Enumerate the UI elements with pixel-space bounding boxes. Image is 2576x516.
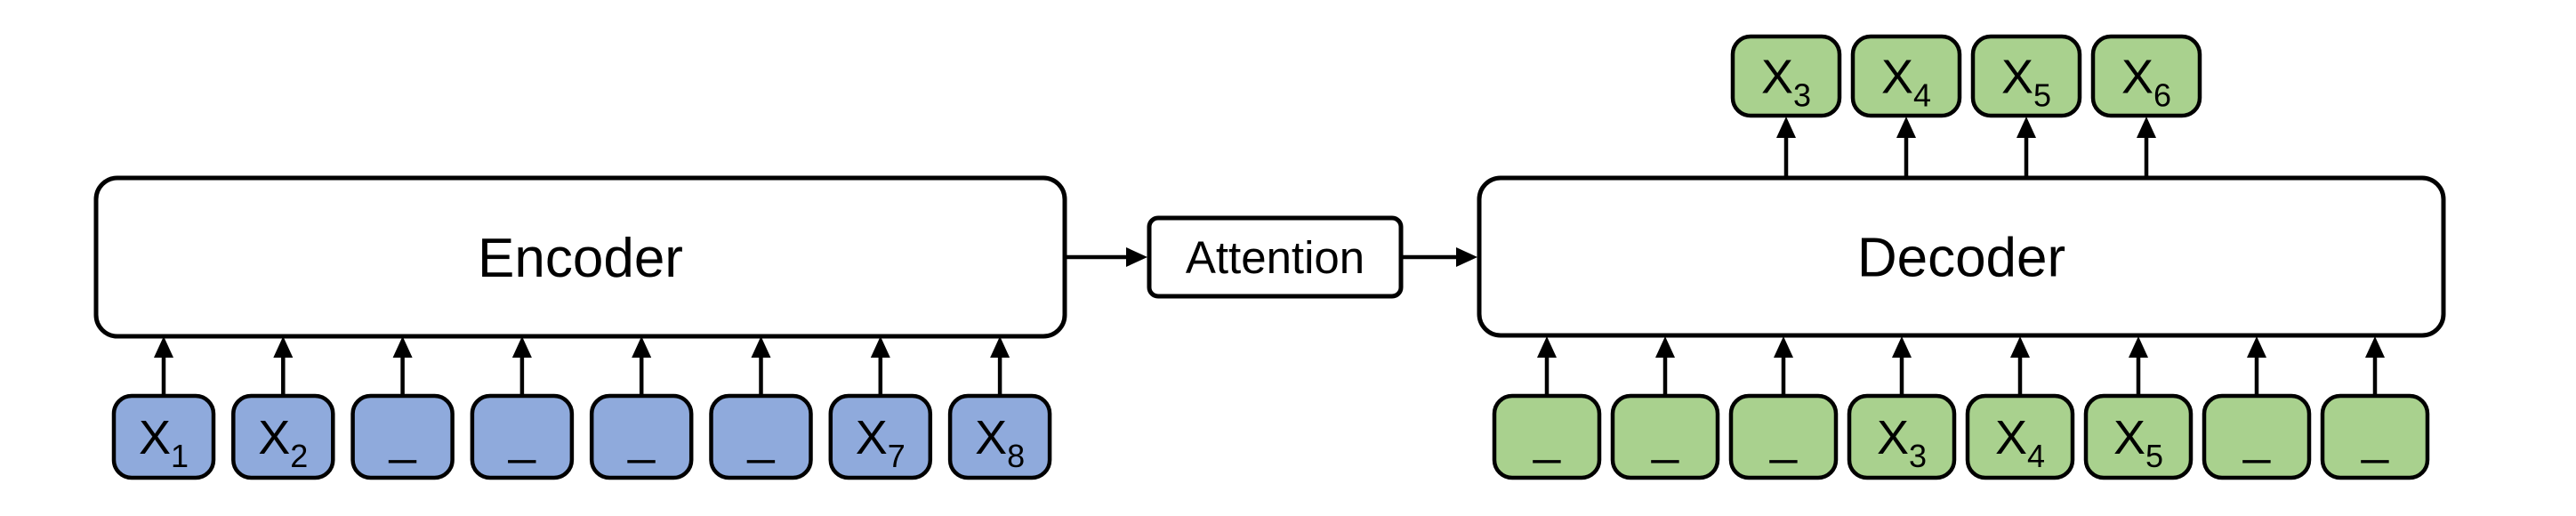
token-subscript: 3 <box>1793 77 1811 114</box>
token-subscript: 5 <box>2033 77 2051 114</box>
token-blank-box <box>1492 393 1602 480</box>
token-x5-box <box>2083 393 2194 480</box>
token-blank: _ <box>470 336 575 480</box>
arrow-head-icon <box>2017 117 2036 138</box>
token-x2: X2 <box>231 336 335 480</box>
token-x2-box <box>231 393 335 480</box>
arrow-head-icon <box>511 336 532 358</box>
token-subscript: 6 <box>2153 77 2171 114</box>
token-x6: X6 <box>2090 34 2202 178</box>
arrow-head-icon <box>870 336 890 358</box>
arrow-head-icon <box>392 336 413 358</box>
token-x5: X5 <box>1970 34 2082 178</box>
encoder-block-label: Encoder <box>478 228 683 289</box>
token-blank: _ <box>2202 336 2312 480</box>
arrow-head-icon <box>1896 117 1916 138</box>
token-x1-box <box>111 393 216 480</box>
token-label: _ <box>1651 411 1679 464</box>
token-subscript: 1 <box>171 438 189 474</box>
encoder-block: Encoder <box>93 175 1067 339</box>
arrow-head-icon <box>2247 336 2266 358</box>
arrow-head-icon <box>2365 336 2385 358</box>
arrow-head-icon <box>154 336 173 358</box>
token-blank-box <box>1728 393 1839 480</box>
arrow-head-icon <box>1126 247 1147 267</box>
token-label: X7 <box>856 411 906 474</box>
token-label: _ <box>2242 411 2271 464</box>
attention-block-label: Attention <box>1186 232 1364 283</box>
token-blank: _ <box>589 336 694 480</box>
token-x8-box <box>947 393 1052 480</box>
token-subscript: 5 <box>2145 438 2163 474</box>
arrow-head-icon <box>2137 117 2156 138</box>
token-x6-box <box>2090 34 2202 118</box>
token-label: _ <box>1533 411 1561 464</box>
token-blank-box <box>470 393 575 480</box>
arrow-head-icon <box>2129 336 2148 358</box>
arrow-head-icon <box>2010 336 2030 358</box>
arrow-head-icon <box>990 336 1010 358</box>
token-blank: _ <box>2320 336 2430 480</box>
arrow-head-icon <box>273 336 294 358</box>
token-blank-box <box>589 393 694 480</box>
token-subscript: 7 <box>888 438 906 474</box>
token-x7: X7 <box>828 336 933 480</box>
token-subscript: 2 <box>290 438 308 474</box>
token-label: _ <box>389 411 417 464</box>
token-label: _ <box>1769 411 1798 464</box>
token-x3-box <box>1847 393 1957 480</box>
attention-block: Attention <box>1147 215 1404 299</box>
arrow-head-icon <box>1892 336 1912 358</box>
arrow-head-icon <box>1774 336 1793 358</box>
token-blank: _ <box>1492 336 1602 480</box>
token-x1: X1 <box>111 336 216 480</box>
token-x5-box <box>1970 34 2082 118</box>
token-subscript: 3 <box>1909 438 1927 474</box>
token-x3-box <box>1730 34 1842 118</box>
token-blank-box <box>350 393 455 480</box>
token-x3: X3 <box>1847 336 1957 480</box>
decoder-block: Decoder <box>1477 175 2446 338</box>
token-blank-box <box>709 393 813 480</box>
decoder-block-label: Decoder <box>1857 228 2065 289</box>
token-blank-box <box>1610 393 1720 480</box>
attention-to-decoder-arrow <box>1401 247 1477 267</box>
encoder-to-attention-arrow <box>1065 247 1147 267</box>
arrow-head-icon <box>1776 117 1796 138</box>
token-label: _ <box>627 411 656 464</box>
token-x3: X3 <box>1730 34 1842 178</box>
token-x4: X4 <box>1965 336 2075 480</box>
token-x4-box <box>1850 34 1962 118</box>
token-x4-box <box>1965 393 2075 480</box>
token-blank: _ <box>1610 336 1720 480</box>
token-blank: _ <box>709 336 813 480</box>
token-blank: _ <box>1728 336 1839 480</box>
token-x5: X5 <box>2083 336 2194 480</box>
token-blank-box <box>2202 393 2312 480</box>
decoder-block-box <box>1477 175 2446 338</box>
arrow-head-icon <box>751 336 771 358</box>
token-x4: X4 <box>1850 34 1962 178</box>
token-label: _ <box>508 411 536 464</box>
token-label: _ <box>746 411 775 464</box>
arrow-head-icon <box>1456 247 1477 267</box>
token-x8: X8 <box>947 336 1052 480</box>
token-x7-box <box>828 393 933 480</box>
token-label: X4 <box>1881 51 1931 114</box>
encoder-input-row: X1 X2 _ _ _ _ X7 X8 <box>111 336 1052 480</box>
arrow-head-icon <box>1537 336 1557 358</box>
token-blank-box <box>2320 393 2430 480</box>
token-label: _ <box>2361 411 2389 464</box>
arrow-head-icon <box>1655 336 1675 358</box>
token-blank: _ <box>350 336 455 480</box>
token-label: X1 <box>139 411 189 474</box>
token-subscript: 4 <box>2027 438 2045 474</box>
token-subscript: 4 <box>1913 77 1931 114</box>
arrow-head-icon <box>632 336 652 358</box>
token-subscript: 8 <box>1007 438 1025 474</box>
